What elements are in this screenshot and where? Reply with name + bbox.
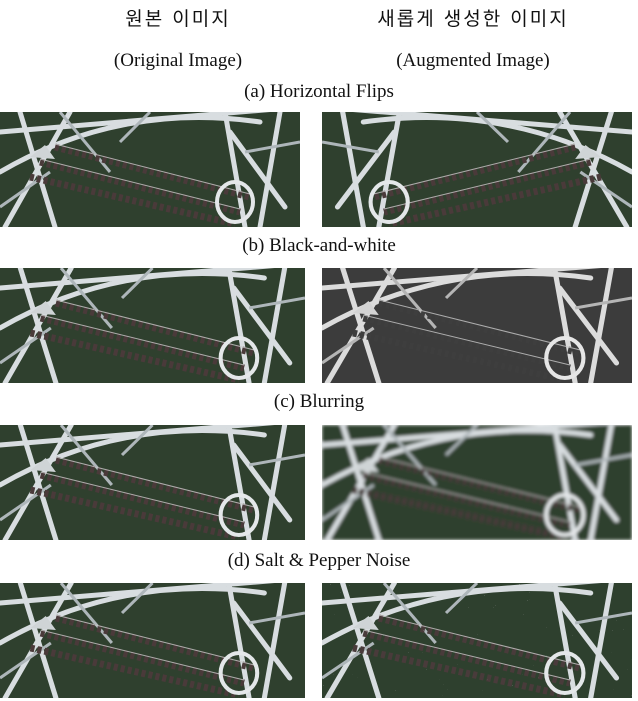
- augmented-image-title-ko: 새롭게 생성한 이미지: [377, 8, 569, 30]
- original-image-title-ko: 원본 이미지: [125, 8, 231, 30]
- augmented-image-blurring: [322, 425, 632, 540]
- caption-horizontal-flips: (a) Horizontal Flips: [244, 81, 394, 102]
- original-image-header: 원본 이미지 (Original Image): [48, 6, 308, 73]
- caption-black-and-white: (b) Black-and-white: [242, 235, 396, 256]
- caption-salt-pepper-noise: (d) Salt & Pepper Noise: [227, 550, 411, 571]
- augmented-image-salt-pepper-noise: [322, 583, 632, 698]
- original-image-title-en: (Original Image): [113, 50, 243, 71]
- original-image-blurring: [0, 425, 305, 540]
- augmented-image-header: 새롭게 생성한 이미지 (Augmented Image): [328, 6, 618, 73]
- augmented-image-title-en: (Augmented Image): [396, 50, 550, 71]
- augmented-image-black-and-white: [322, 268, 632, 383]
- caption-blurring: (c) Blurring: [273, 391, 365, 412]
- original-image-black-and-white: [0, 268, 305, 383]
- original-image-salt-pepper-noise: [0, 583, 305, 698]
- original-image-horizontal-flips: [0, 112, 300, 227]
- augmented-image-horizontal-flips: [322, 112, 632, 227]
